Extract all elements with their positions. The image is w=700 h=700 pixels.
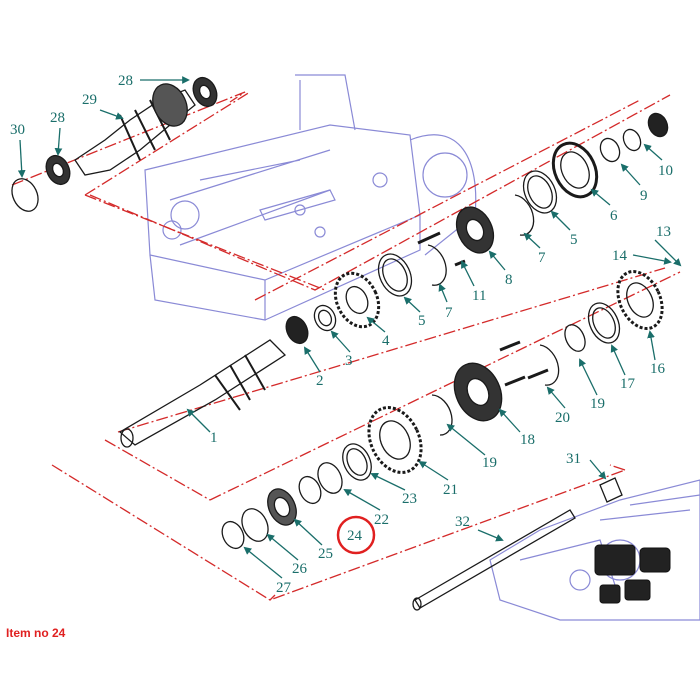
callout-7: 7	[445, 305, 453, 321]
part-31-bushing	[599, 477, 623, 503]
part-3-ring	[313, 304, 337, 332]
part-5-synchro-ring-2	[522, 170, 558, 214]
part-bearing-top-right	[647, 112, 669, 138]
part-22-ring	[317, 462, 343, 494]
callout-26: 26	[292, 561, 308, 577]
part-19-snap-ring	[431, 394, 453, 436]
part-7-snap-ring-2	[514, 194, 535, 236]
item-caption: Item no 24	[6, 626, 66, 640]
callout-28-top: 28	[118, 73, 133, 89]
part-29-countershaft	[74, 89, 196, 176]
part-20-snap-ring	[539, 344, 560, 386]
callout-27: 27	[276, 580, 292, 596]
callout-6: 6	[610, 208, 618, 224]
callout-17: 17	[620, 376, 636, 392]
part-9-washer	[599, 137, 621, 163]
part-6-gear	[551, 141, 599, 199]
callout-23: 23	[402, 491, 417, 507]
part-32-shaft	[414, 509, 576, 609]
part-17-synchro-ring	[587, 302, 621, 344]
part-2-bearing	[285, 315, 309, 345]
part-27-ring	[221, 520, 245, 550]
callout-11: 11	[472, 288, 486, 304]
callout-3: 3	[345, 353, 353, 369]
part-19-ring	[564, 324, 586, 352]
part-1-main-shaft	[118, 339, 287, 446]
gear-cluster-bottom-right	[594, 544, 671, 604]
callout-29: 29	[82, 92, 97, 108]
callout-19b: 19	[482, 455, 497, 471]
part-21-gear	[367, 406, 423, 474]
part-24-ring	[298, 475, 322, 505]
callout-7b: 7	[538, 250, 546, 266]
callout-28-left: 28	[50, 110, 65, 126]
part-30-snap-ring	[11, 178, 39, 212]
callout-30: 30	[10, 122, 25, 138]
part-23-synchro-ring	[342, 443, 372, 481]
part-16-gear	[616, 270, 664, 330]
callout-21: 21	[443, 482, 458, 498]
callout-25: 25	[318, 546, 333, 562]
callout-8: 8	[505, 272, 513, 288]
callout-32: 32	[455, 514, 470, 530]
part-7-snap-ring	[427, 244, 447, 286]
callout-16: 16	[650, 361, 666, 377]
callout-20: 20	[555, 410, 570, 426]
gearbox-housing-top	[144, 74, 477, 321]
part-10-ring	[622, 128, 642, 152]
callout-2: 2	[316, 373, 324, 389]
callout-22: 22	[374, 512, 389, 528]
callout-4: 4	[382, 333, 390, 349]
callout-labels: 1 2 3 4 5 5 6 7 7 8 9 10 11 13 14 16 17 …	[10, 73, 673, 596]
callout-31: 31	[566, 451, 581, 467]
part-5-synchro-ring	[377, 253, 413, 297]
part-26-ring	[241, 508, 269, 542]
callout-14: 14	[612, 248, 628, 264]
highlight-circle-item-24	[336, 515, 376, 555]
callout-5b: 5	[570, 232, 578, 248]
callout-13: 13	[656, 224, 671, 240]
callout-leaders	[17, 76, 682, 579]
part-4-gear	[333, 271, 381, 329]
callout-1: 1	[210, 430, 218, 446]
callout-9: 9	[640, 188, 648, 204]
callout-18: 18	[520, 432, 535, 448]
callout-24: 24	[347, 528, 363, 544]
callout-10: 10	[658, 163, 673, 179]
assembly-guide-lines	[11, 91, 681, 601]
callout-5: 5	[418, 313, 426, 329]
callout-19: 19	[590, 396, 605, 412]
